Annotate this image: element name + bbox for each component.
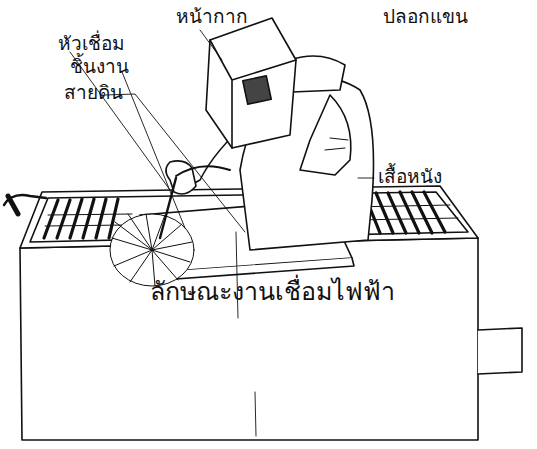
- torch-cable: [176, 166, 230, 176]
- glove: [166, 161, 196, 194]
- arc-spark: [110, 214, 194, 286]
- welder-head: [290, 56, 345, 92]
- welding-mask: [206, 18, 296, 148]
- part-label: หัวเชื่อม: [58, 33, 125, 54]
- part-label: สายดิน: [64, 82, 123, 103]
- mask-window: [243, 76, 271, 104]
- part-label: ปลอกแขน: [383, 6, 468, 27]
- part-label: หน้ากาก: [176, 6, 248, 27]
- part-label: ชิ้นงาน: [70, 56, 129, 77]
- caption-label: ลักษณะงานเชื่อมไฟฟ้า: [150, 278, 395, 306]
- part-label: เสื้อหนัง: [378, 166, 442, 187]
- side-box: [478, 328, 522, 374]
- arm-sleeve: [300, 95, 351, 175]
- table-front: [20, 238, 478, 440]
- ground-clamp: [8, 196, 18, 214]
